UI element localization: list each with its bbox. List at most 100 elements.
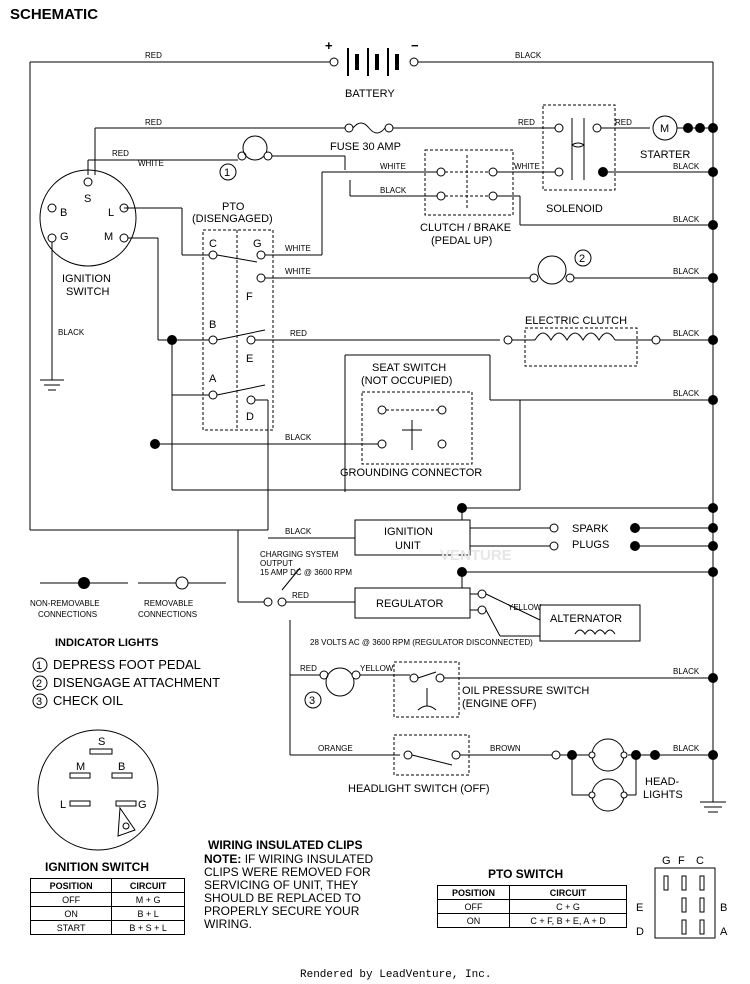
ignition-row-3-position: START	[29, 920, 113, 935]
clutch-white-wire: WHITE	[380, 162, 406, 171]
table-row: ON C + F, B + E, A + D	[436, 913, 627, 928]
indicator-legend-num-1: 1	[36, 660, 42, 672]
non-removable-symbol	[78, 577, 90, 589]
indicator-legend-num-2: 2	[36, 678, 42, 690]
pto-f-white-wire: WHITE	[285, 267, 311, 276]
face-term-s: S	[98, 736, 105, 748]
ignition-term-l: L	[108, 207, 114, 219]
electric-clutch-label: ELECTRIC CLUTCH	[525, 315, 627, 327]
watermark-text: VENTURE	[440, 547, 512, 564]
ignition-row-1-position: OFF	[29, 892, 113, 907]
ignition-term-m: M	[104, 231, 113, 243]
pto-term-g: G	[253, 238, 262, 250]
alternator-label: ALTERNATOR	[550, 613, 622, 625]
right-bus	[700, 128, 726, 813]
indicator-1-red-wire: RED	[112, 149, 129, 158]
oil-state-label: (ENGINE OFF)	[462, 698, 537, 710]
solenoid-white-wire: WHITE	[514, 162, 540, 171]
seat-switch-label: SEAT SWITCH	[372, 362, 446, 374]
pto-term-f: F	[246, 291, 253, 303]
wiring-clips-line-6: WIRING.	[204, 917, 252, 931]
ignition-switch-symbol: S B L G M IGNITION SWITCH BLACK	[39, 169, 183, 391]
pto-table-header-circuit: CIRCUIT	[509, 885, 627, 900]
table-row: OFF C + G	[436, 899, 627, 914]
pto-row-1-position: OFF	[436, 899, 511, 914]
ignition-switch-table: POSITION CIRCUIT OFF M + G ON B + L STAR…	[29, 878, 185, 935]
pto-table-header-position: POSITION	[436, 885, 511, 900]
indicator-2-black-wire: BLACK	[673, 267, 700, 276]
indicator-lights-legend: INDICATOR LIGHTS 1 DEPRESS FOOT PEDAL 2 …	[32, 637, 220, 709]
grounding-connector-label: GROUNDING CONNECTOR	[340, 467, 482, 479]
seat-switch: SEAT SWITCH (NOT OCCUPIED) BLACK GROUNDI…	[150, 354, 718, 492]
battery: + − BATTERY RED BLACK	[30, 38, 714, 128]
legend-connections-2: CONNECTIONS	[138, 610, 197, 619]
pto-term-b: B	[209, 319, 216, 331]
starter-solenoid: M RED STARTER SOLENOID BLACK	[542, 104, 718, 215]
footer-credit: Rendered by LeadVenture, Inc.	[300, 969, 491, 981]
pto-term-a: A	[209, 373, 217, 385]
page-title: SCHEMATIC	[10, 6, 98, 23]
pto-face-term-e: E	[636, 902, 643, 914]
pto-face-term-a: A	[720, 926, 728, 938]
ignition-table-header-circuit: CIRCUIT	[111, 878, 185, 893]
ignition-unit-label: IGNITION	[384, 526, 433, 538]
clutch-black-wire: BLACK	[380, 186, 407, 195]
ignition-term-s: S	[84, 193, 91, 205]
indicator-legend-text-2: DISENGAGE ATTACHMENT	[53, 675, 220, 690]
removable-symbol	[175, 576, 189, 590]
ignition-black-wire: BLACK	[58, 328, 85, 337]
legend-non-removable: NON-REMOVABLE	[30, 599, 100, 608]
pedal-up-label: (PEDAL UP)	[431, 235, 492, 247]
wiring-clips-line-1: IF WIRING INSULATED	[244, 852, 374, 866]
pto-state-label: (DISENGAGED)	[192, 213, 273, 225]
ignition-row-2-position: ON	[29, 906, 113, 921]
wiring-clips-line-4: SHOULD BE REPLACED TO	[204, 891, 361, 905]
battery-plus-label: +	[325, 38, 333, 53]
seat-black-wire: BLACK	[673, 389, 700, 398]
indicator-legend-text-1: DEPRESS FOOT PEDAL	[53, 657, 201, 672]
face-term-l: L	[60, 799, 66, 811]
legend-removable: REMOVABLE	[144, 599, 193, 608]
ignition-switch-face: S M B L G	[37, 729, 159, 851]
pto-term-c: C	[209, 238, 217, 250]
electric-clutch: ELECTRIC CLUTCH BLACK	[503, 315, 718, 367]
pto-switch-face: G F C E D B A	[636, 855, 728, 939]
pto-term-e: E	[246, 353, 253, 365]
ignition-unit: IGNITION UNIT BLACK SPARK PLUGS VENTURE	[268, 503, 718, 564]
pto-white-wire: WHITE	[285, 244, 311, 253]
legend-connections-1: CONNECTIONS	[38, 610, 97, 619]
pto-switch-table: POSITION CIRCUIT OFF C + G ON C + F, B +…	[436, 885, 627, 928]
headlight-orange-wire: ORANGE	[318, 744, 353, 753]
oil-black-wire: BLACK	[673, 667, 700, 676]
fuse-red-wire: RED	[145, 118, 162, 127]
alternator-note: 28 VOLTS AC @ 3600 RPM (REGULATOR DISCON…	[310, 638, 533, 647]
pto-face-term-f: F	[678, 855, 685, 867]
alternator-yellow-wire: YELLOW	[508, 603, 542, 612]
oil-yellow-wire: YELLOW	[360, 664, 394, 673]
pto-face-term-b: B	[720, 902, 727, 914]
face-term-g: G	[138, 799, 147, 811]
fuse-red-wire-2: RED	[518, 118, 535, 127]
battery-minus-label: −	[411, 38, 419, 53]
pto-face-term-g: G	[662, 855, 671, 867]
regulator-alternator: CHARGING SYSTEM OUTPUT 15 AMP DC @ 3600 …	[237, 530, 718, 647]
ignition-term-g: G	[60, 231, 69, 243]
ignition-table-header-position: POSITION	[29, 878, 113, 893]
oil-switch-label: OIL PRESSURE SWITCH	[462, 685, 589, 697]
ignition-table-title: IGNITION SWITCH	[45, 860, 149, 874]
wiring-clips-title: WIRING INSULATED CLIPS	[208, 838, 363, 852]
face-term-m: M	[76, 761, 85, 773]
fuse-label: FUSE 30 AMP	[330, 141, 401, 153]
indicator-legend-text-3: CHECK OIL	[53, 693, 123, 708]
indicator-1-white-wire: WHITE	[138, 159, 164, 168]
connection-legend: NON-REMOVABLE CONNECTIONS REMOVABLE CONN…	[30, 576, 226, 619]
indicator-light-1: 1 RED WHITE	[87, 135, 346, 181]
regulator-red-wire: RED	[292, 591, 309, 600]
wiring-clips-note-label: NOTE:	[204, 852, 242, 866]
regulator-label: REGULATOR	[376, 598, 443, 610]
headlight-black-wire: BLACK	[673, 744, 700, 753]
pto-term-d: D	[246, 411, 254, 423]
ignition-row-3-circuit: B + S + L	[111, 920, 185, 935]
solenoid-black-wire: BLACK	[673, 162, 700, 171]
spark-plugs-label-2: PLUGS	[572, 539, 609, 551]
